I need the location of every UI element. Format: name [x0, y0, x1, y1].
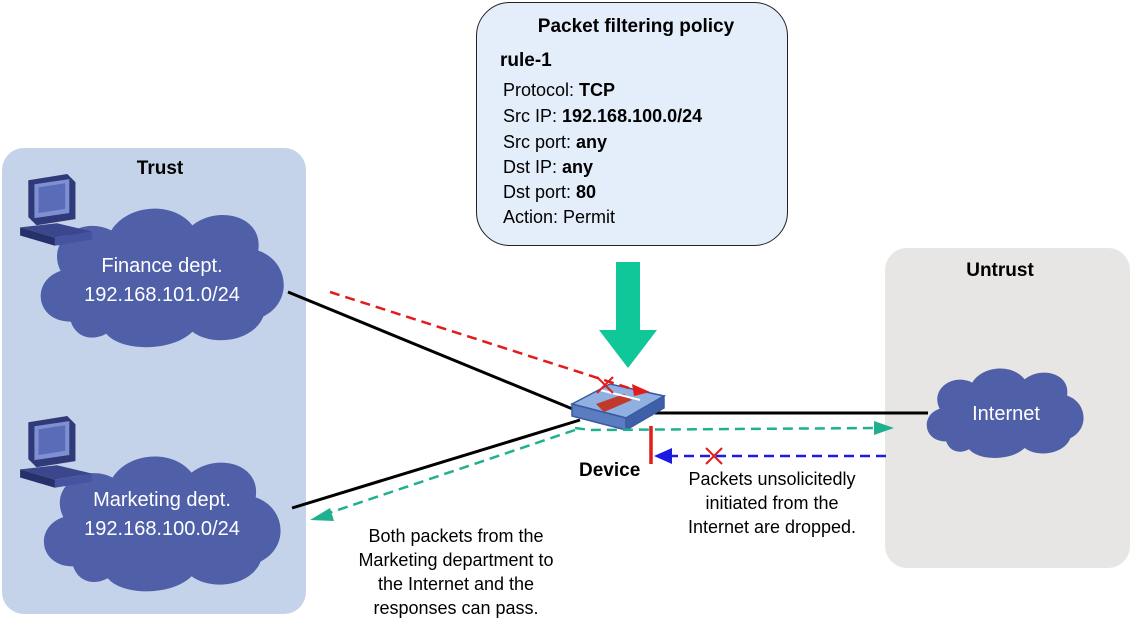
pass-caption: Both packets from the Marketing departme…: [358, 526, 554, 618]
policy-row-protocol: Protocol: TCP: [503, 80, 616, 100]
untrust-zone-title: Untrust: [966, 260, 1034, 281]
policy-row-dst-ip: Dst IP: any: [503, 157, 594, 177]
policy-apply-arrow: [599, 262, 657, 368]
marketing-link: [291, 418, 581, 510]
policy-row-src-port: Src port: any: [503, 132, 608, 152]
rule-name: rule-1: [500, 50, 552, 71]
policy-title: Packet filtering policy: [537, 16, 735, 37]
permitted-outbound-flow: [574, 426, 881, 432]
policy-box: [476, 2, 788, 246]
policy-row-action: Action: Permit: [503, 207, 616, 227]
finance-computer-icon: [20, 174, 92, 246]
policy-row-src-ip: Src IP: 192.168.100.0/24: [503, 106, 703, 126]
device-label: Device: [579, 460, 640, 481]
dropped-caption: Packets unsolicitedly initiated from the…: [687, 469, 857, 537]
trust-zone-title: Trust: [136, 158, 184, 179]
marketing-computer-icon: [20, 416, 92, 488]
finance-link: [287, 290, 581, 414]
policy-row-dst-port: Dst port: 80: [503, 182, 597, 202]
internet-cloud-label: Internet: [972, 403, 1040, 425]
permitted-return-flow: [325, 428, 576, 516]
block-x-icon: [705, 447, 723, 465]
block-x-icon: [596, 376, 614, 394]
finance-flow-arrow: [329, 290, 636, 392]
marketing-cloud-label: Marketing dept. 192.168.100.0/24: [84, 489, 240, 540]
firewall-device-icon: [569, 383, 667, 432]
finance-cloud-label: Finance dept. 192.168.101.0/24: [84, 255, 240, 306]
